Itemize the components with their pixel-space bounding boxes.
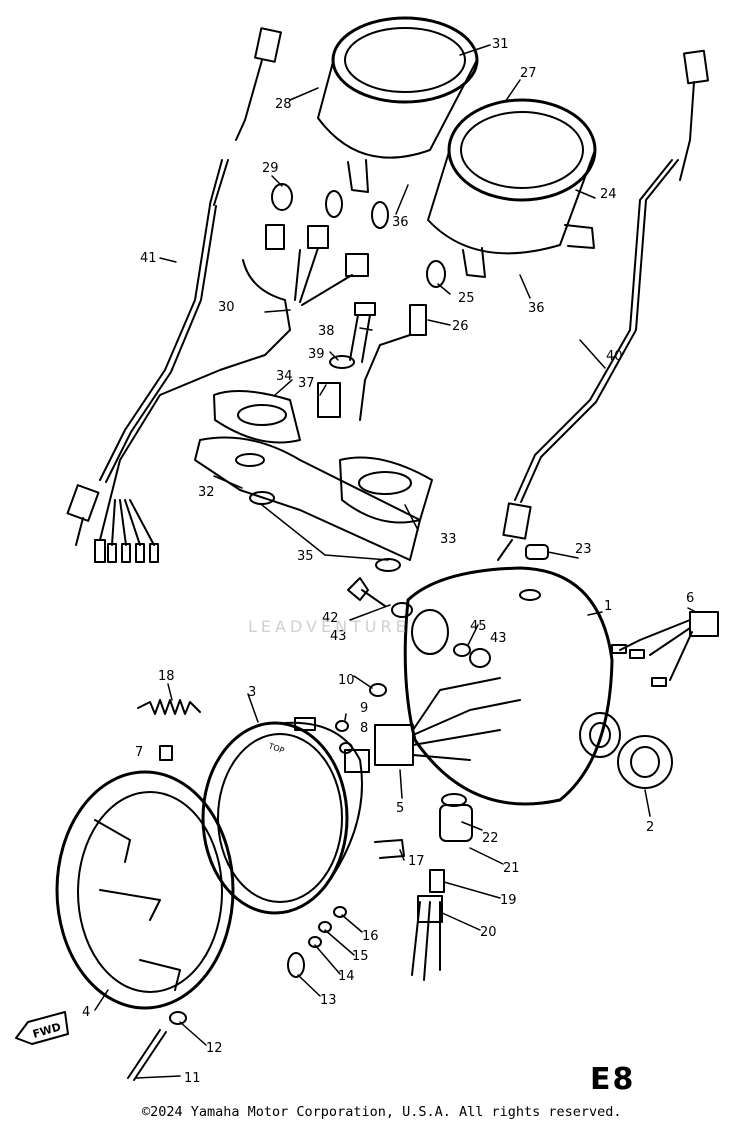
connector [374, 677, 521, 766]
callout-7: 7 [135, 745, 143, 760]
callout-42: 42 [322, 611, 339, 626]
callout-29: 29 [262, 161, 279, 176]
callout-25: 25 [458, 291, 475, 306]
callout-5: 5 [396, 801, 404, 816]
callout-35: 35 [297, 549, 314, 564]
callout-24: 24 [600, 187, 617, 202]
leader-lines [94, 44, 697, 1079]
callout-1: 1 [604, 599, 612, 614]
callout-6: 6 [686, 591, 694, 606]
cable-41 [66, 27, 282, 546]
callout-18: 18 [158, 669, 175, 684]
callout-14: 14 [338, 969, 355, 984]
tachometer [427, 98, 597, 278]
headlight-rim [55, 770, 235, 1010]
callout-21: 21 [503, 861, 520, 876]
callout-12: 12 [206, 1041, 223, 1056]
callout-43a: 43 [330, 629, 347, 644]
callout-33: 33 [440, 532, 457, 547]
callout-39: 39 [308, 347, 325, 362]
callout-38: 38 [318, 324, 335, 339]
callout-4: 4 [82, 1005, 90, 1020]
callout-15: 15 [352, 949, 369, 964]
speedometer [317, 16, 479, 193]
callout-26: 26 [452, 319, 469, 334]
callout-22: 22 [482, 831, 499, 846]
headlight-case [403, 566, 621, 806]
top-mark: TOP [266, 741, 285, 755]
callout-31: 31 [492, 37, 509, 52]
cable-40 [497, 49, 709, 561]
callout-36b: 36 [528, 301, 545, 316]
callout-27: 27 [520, 66, 537, 81]
callout-17: 17 [408, 854, 425, 869]
callout-11: 11 [184, 1071, 201, 1086]
cap [525, 544, 549, 560]
spring [137, 699, 201, 715]
mounting-hardware-lower [127, 577, 491, 1081]
wire-lead [611, 611, 719, 687]
sealed-beam-unit [201, 717, 370, 915]
callout-3: 3 [248, 685, 256, 700]
callout-10: 10 [338, 673, 355, 688]
page-code: E8 [590, 1062, 636, 1097]
callout-43b: 43 [490, 631, 507, 646]
meter-brackets [194, 390, 433, 572]
fwd-arrow [15, 1011, 69, 1045]
callout-19: 19 [500, 893, 517, 908]
callout-36a: 36 [392, 215, 409, 230]
callout-40: 40 [606, 349, 623, 364]
callout-16: 16 [362, 929, 379, 944]
callout-8: 8 [360, 721, 368, 736]
callout-30: 30 [218, 300, 235, 315]
callout-28: 28 [275, 97, 292, 112]
mounting-hardware-upper [317, 260, 446, 421]
callout-20: 20 [480, 925, 497, 940]
callout-34: 34 [276, 369, 293, 384]
bulb-socket-harness [94, 183, 389, 563]
callout-41: 41 [140, 251, 157, 266]
callout-9: 9 [360, 701, 368, 716]
callout-32: 32 [198, 485, 215, 500]
grommet [617, 735, 673, 789]
callout-2: 2 [646, 820, 654, 835]
callout-13: 13 [320, 993, 337, 1008]
callout-37: 37 [298, 376, 315, 391]
watermark: LEADVENTURE [248, 617, 410, 636]
callout-23: 23 [575, 542, 592, 557]
copyright-notice: ©2024 Yamaha Motor Corporation, U.S.A. A… [142, 1104, 622, 1120]
callout-45: 45 [470, 619, 487, 634]
